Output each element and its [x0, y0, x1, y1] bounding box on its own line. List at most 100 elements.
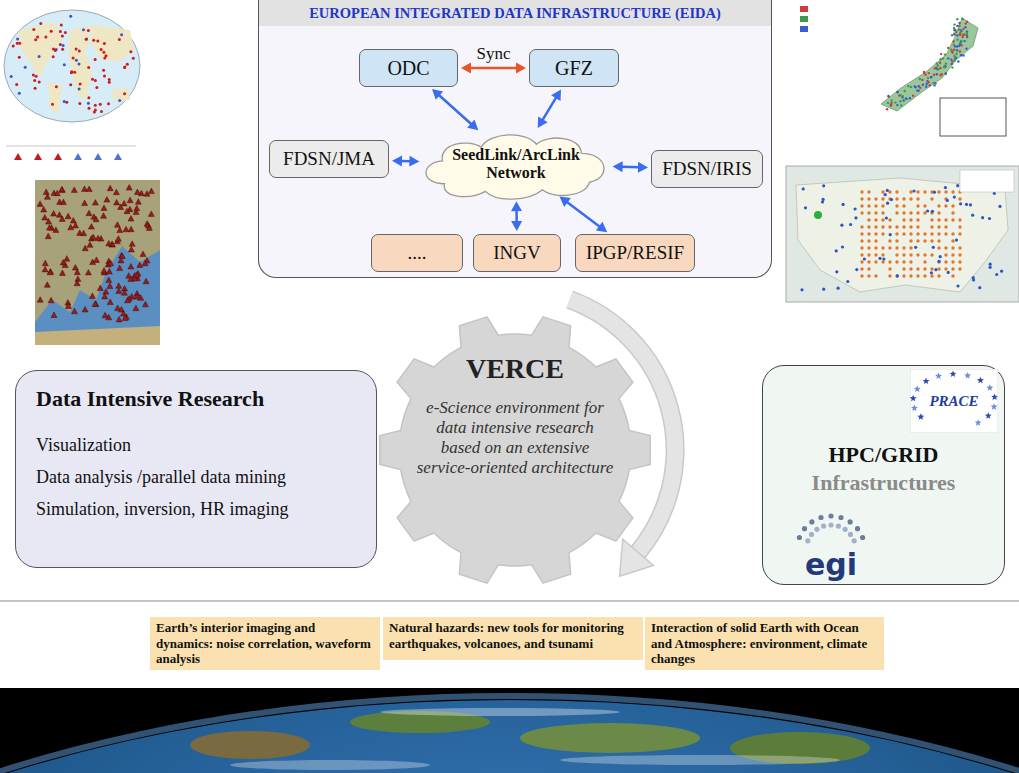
station-triangle: [44, 282, 50, 288]
network-cloud: SeedLink/ArcLink Network: [414, 126, 618, 202]
station-dot: [72, 57, 75, 60]
station-triangle: [134, 272, 140, 278]
station-dot: [55, 48, 58, 51]
station-dot: [958, 260, 961, 263]
station-dot: [874, 204, 877, 207]
station-dot: [930, 218, 933, 221]
station-dot: [930, 274, 933, 277]
station-dot: [890, 198, 893, 201]
station-dot: [867, 253, 870, 256]
station-dot: [895, 232, 898, 235]
station-dot: [32, 28, 35, 31]
station-triangle: [114, 222, 120, 228]
gear-title: VERCE: [375, 354, 655, 385]
station-triangle: [59, 187, 65, 193]
station-dot: [902, 253, 905, 256]
station-dot: [930, 76, 932, 78]
connector: [538, 90, 561, 128]
arrow-head: [613, 161, 623, 172]
station-triangle: [137, 262, 143, 268]
station-dot: [890, 102, 892, 104]
station-dot: [129, 50, 132, 53]
station-dot: [995, 273, 998, 276]
station-triangle: [146, 225, 152, 231]
station-dot: [930, 232, 933, 235]
station-dot: [959, 202, 962, 205]
station-dot: [800, 288, 803, 291]
station-dot: [958, 197, 961, 200]
station-triangle: [93, 216, 99, 222]
station-dot: [909, 253, 912, 256]
station-triangle: [81, 230, 87, 236]
station-dot: [860, 225, 863, 228]
station-dot: [890, 99, 892, 101]
station-dot: [63, 63, 66, 66]
us-map: [786, 166, 1019, 302]
station-triangle: [117, 265, 123, 271]
box-label: FDSN/JMA: [283, 148, 375, 170]
station-dot: [932, 246, 935, 249]
station-dot: [52, 48, 55, 51]
station-dot: [937, 68, 939, 70]
arrow-head: [560, 197, 571, 207]
station-dot: [814, 211, 822, 219]
station-triangle: [107, 185, 113, 191]
station-triangle: [42, 215, 48, 221]
station-dot: [940, 53, 942, 55]
station-dot: [118, 99, 121, 102]
station-dot: [821, 200, 824, 203]
station-dot: [944, 186, 947, 189]
station-dot: [930, 267, 933, 270]
station-dot: [944, 267, 947, 270]
station-triangle: [48, 269, 54, 275]
station-dot: [909, 211, 912, 214]
station-dot: [888, 274, 891, 277]
station-dot: [942, 57, 944, 59]
station-dot: [860, 197, 863, 200]
arrow-head: [596, 222, 607, 232]
station-triangle: [48, 297, 54, 303]
station-dot: [923, 239, 926, 242]
station-dot: [960, 54, 962, 56]
station-triangle: [119, 253, 125, 259]
station-dot: [881, 225, 884, 228]
title-bar: EUROPEAN INTEGRATED DATA INFRASTRUCTURE …: [259, 0, 771, 26]
station-dot: [958, 29, 960, 31]
station-dot: [120, 33, 123, 36]
station-dot: [881, 190, 884, 193]
station-dot: [937, 190, 940, 193]
station-dot: [930, 197, 933, 200]
station-dot: [36, 35, 39, 38]
station-dot: [958, 232, 961, 235]
station-dot: [937, 267, 940, 270]
station-dot: [91, 78, 94, 81]
station-triangle: [72, 308, 78, 314]
station-triangle: [82, 200, 88, 206]
station-dot: [939, 62, 941, 64]
station-dot: [916, 211, 919, 214]
station-dot: [18, 56, 21, 59]
station-dot: [874, 274, 877, 277]
station-dot: [919, 78, 921, 80]
station-dot: [957, 60, 959, 62]
station-dot: [958, 218, 961, 221]
station-dot: [910, 86, 912, 88]
station-dot: [945, 63, 947, 65]
station-triangle: [44, 194, 50, 200]
station-dot: [849, 223, 852, 226]
station-dot: [959, 43, 961, 45]
connector: [511, 201, 522, 231]
station-dot: [887, 95, 889, 97]
station-dot: [94, 79, 97, 82]
arrow-head: [392, 156, 402, 167]
logo-star: [985, 412, 992, 419]
station-dot: [103, 42, 106, 45]
logo-star: [986, 384, 993, 391]
station-dot: [860, 190, 863, 193]
station-dot: [962, 18, 964, 20]
station-triangle: [59, 270, 65, 276]
station-triangle: [124, 208, 130, 214]
station-dot: [895, 253, 898, 256]
station-dot: [960, 30, 962, 32]
station-dot: [881, 211, 884, 214]
